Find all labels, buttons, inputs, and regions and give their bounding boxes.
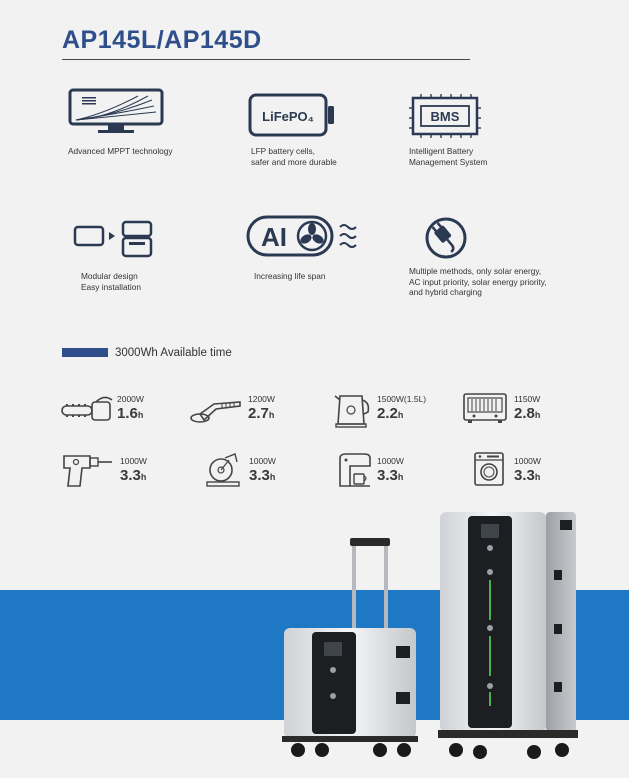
appliance-hours: 3.3h <box>377 467 404 484</box>
feature-modular <box>73 218 157 258</box>
bms-chip-icon: BMS <box>409 94 481 138</box>
appliance-watt: 1000W <box>377 456 404 466</box>
lifepo4-badge: LiFePO₄ <box>262 109 314 124</box>
mppt-monitor-icon <box>68 88 164 133</box>
title-divider <box>62 59 470 60</box>
appliance-watt: 1500W(1.5L) <box>377 394 427 404</box>
trolley-handle <box>350 538 390 630</box>
circular-saw-icon <box>206 453 240 487</box>
modular-boxes-icon <box>73 220 153 258</box>
appliance-hours: 1.6h <box>117 405 144 422</box>
charging-plug-icon <box>425 217 467 259</box>
coffee-machine-icon <box>339 453 371 487</box>
appliance-kettle <box>334 390 374 428</box>
appliance-hours: 3.3h <box>120 467 147 484</box>
feature-ai-text: Increasing life span <box>254 271 326 281</box>
feature-lifepo4: LiFePO₄ <box>248 93 338 137</box>
feature-bms-text: Intelligent Battery Management System <box>409 146 488 167</box>
feature-charging-text: Multiple methods, only solar energy, AC … <box>409 266 547 297</box>
drill-icon <box>63 455 112 487</box>
appliance-washing-machine <box>473 451 505 487</box>
product-illustration <box>282 512 578 759</box>
appliance-chainsaw <box>60 394 116 426</box>
appliance-watt: 2000W <box>117 394 144 404</box>
appliance-watt: 1000W <box>514 456 541 466</box>
angle-grinder-icon <box>190 401 241 423</box>
appliance-hours: 3.3h <box>514 467 541 484</box>
feature-mppt-text: Advanced MPPT technology <box>68 146 173 156</box>
chainsaw-icon <box>61 396 113 421</box>
appliance-watt: 1200W <box>248 394 275 404</box>
ai-fan-icon: AI <box>246 215 357 257</box>
appliance-angle-grinder <box>190 392 244 426</box>
microwave-icon <box>463 393 507 423</box>
appliance-microwave <box>462 392 508 424</box>
appliance-watt: 1000W <box>120 456 147 466</box>
appliance-circular-saw <box>205 452 241 488</box>
section-marker <box>62 348 108 357</box>
feature-charging <box>424 216 468 260</box>
appliance-hours: 3.3h <box>249 467 276 484</box>
feature-ai: AI <box>246 215 362 257</box>
ai-badge: AI <box>261 222 287 252</box>
section-title: 3000Wh Available time <box>115 347 232 359</box>
appliance-watt: 1150W <box>514 394 541 404</box>
appliance-hours: 2.7h <box>248 405 275 422</box>
tall-unit <box>438 512 578 759</box>
appliance-hours: 2.8h <box>514 405 541 422</box>
feature-mppt <box>68 88 164 138</box>
appliance-drill <box>60 452 114 490</box>
appliance-coffee-machine <box>338 452 372 488</box>
battery-lifepo4-icon: LiFePO₄ <box>248 93 334 137</box>
feature-modular-text: Modular design Easy installation <box>81 271 141 292</box>
washing-machine-icon <box>474 452 504 486</box>
appliance-hours: 2.2h <box>377 405 404 422</box>
feature-bms: BMS <box>409 94 481 138</box>
small-unit <box>282 628 418 757</box>
appliance-watt: 1000W <box>249 456 276 466</box>
bms-badge: BMS <box>431 109 460 124</box>
kettle-icon <box>334 395 370 428</box>
feature-lifepo4-text: LFP battery cells, safer and more durabl… <box>251 146 337 167</box>
page-title: AP145L/AP145D <box>62 26 262 54</box>
